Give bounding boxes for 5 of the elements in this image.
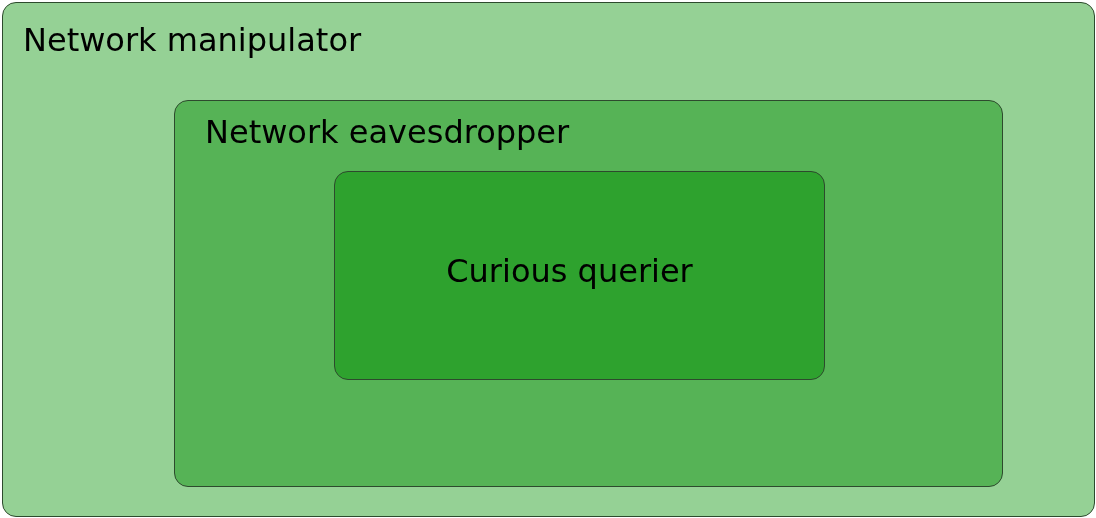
scope-box: [334, 171, 825, 380]
box-heading: Curious querier: [445, 252, 694, 291]
box-heading: Network eavesdropper: [205, 113, 570, 152]
scope-box: [174, 100, 1003, 487]
box-heading: Network manipulator: [23, 21, 362, 60]
